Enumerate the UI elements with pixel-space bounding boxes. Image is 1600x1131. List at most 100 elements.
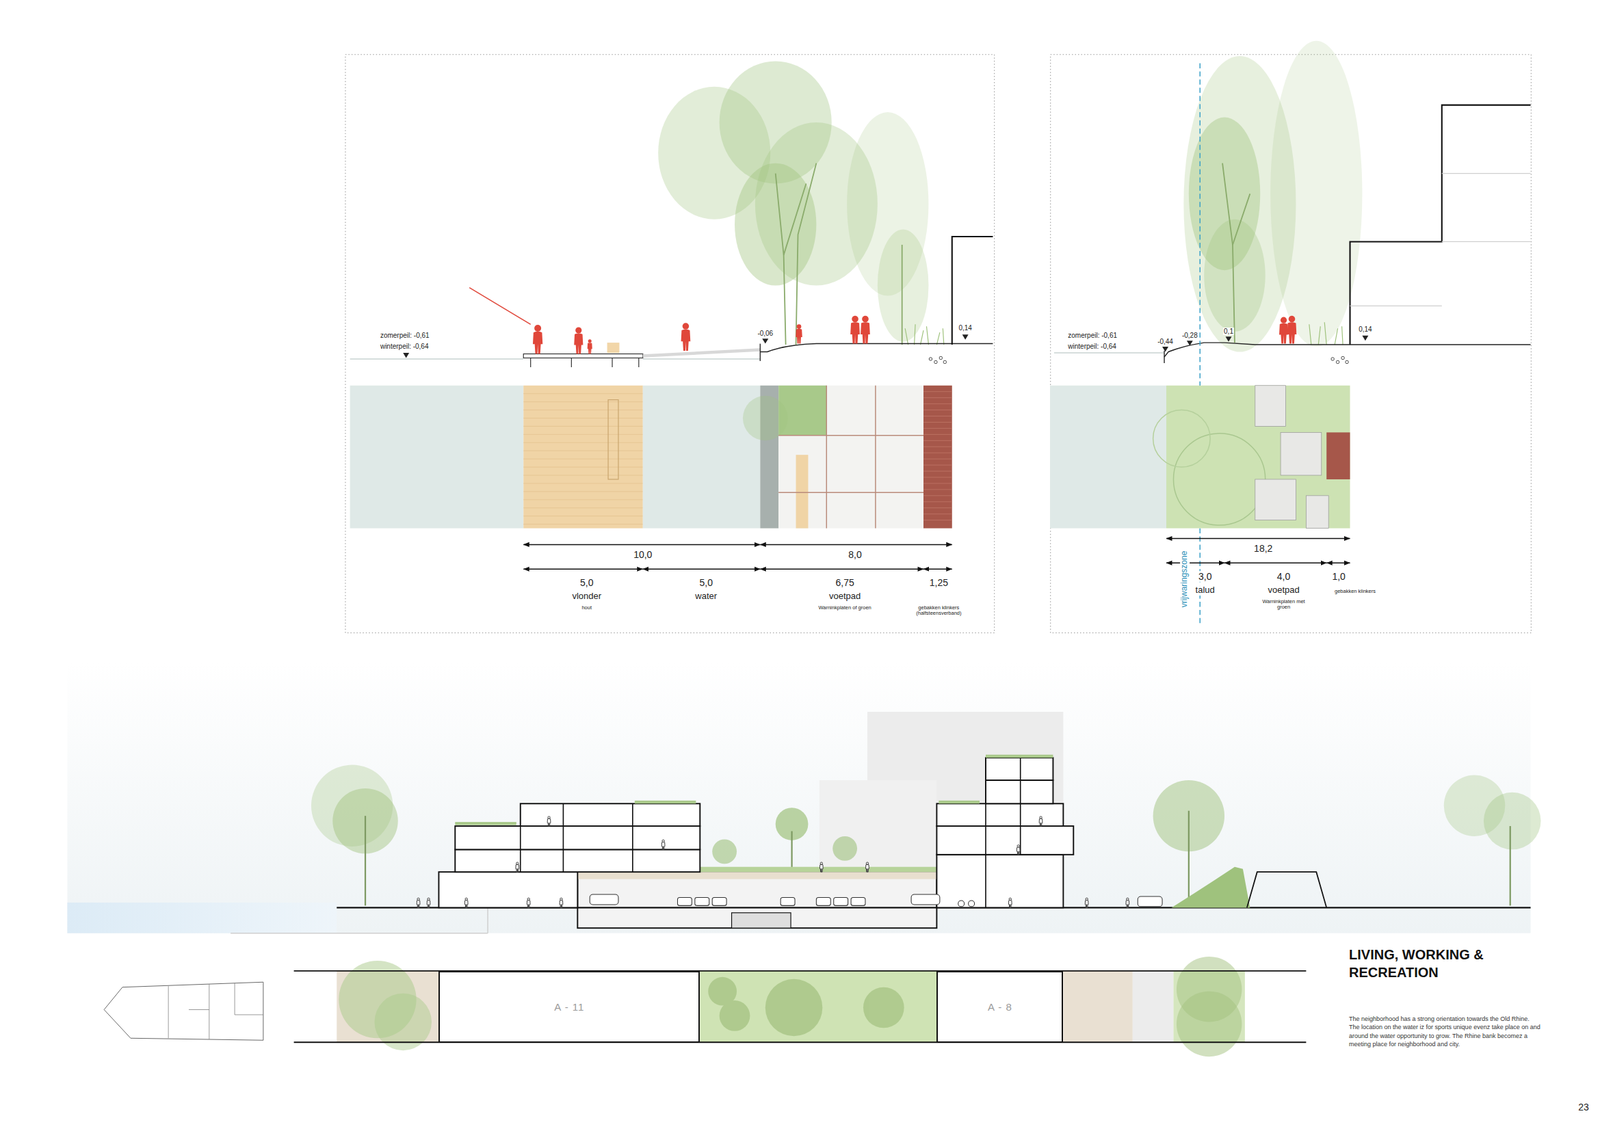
- drawing-circle: [1153, 410, 1211, 468]
- drawing-g: [1309, 322, 1343, 345]
- drawing-g: [928, 356, 947, 364]
- drawing-line: [1188, 811, 1190, 907]
- drawing-line: [519, 826, 522, 873]
- drawing-use: [795, 324, 803, 344]
- drawing-g: [416, 816, 1130, 909]
- zone-name: talud: [1195, 585, 1216, 596]
- drawing-path: [1186, 340, 1193, 346]
- level-mark: -0,06: [756, 329, 774, 338]
- drawing-rect: [699, 867, 937, 873]
- drawing-rect: [1255, 385, 1287, 427]
- drawing-path: [796, 163, 817, 345]
- dimension: 4,0: [1276, 571, 1291, 583]
- drawing-line: [759, 568, 924, 570]
- drawing-rect: [816, 897, 831, 906]
- drawing-rect: [699, 971, 937, 1043]
- drawing-rect: [520, 803, 701, 827]
- drawing-line: [1054, 352, 1165, 353]
- drawing-g: [923, 391, 953, 521]
- drawing-path: [1171, 867, 1250, 909]
- drawing-g: [523, 394, 644, 525]
- drawing-rect: [67, 902, 337, 934]
- drawing-rect: [1326, 432, 1350, 480]
- drawing-rect: [643, 385, 761, 529]
- drawing-path: [1361, 335, 1369, 341]
- drawing-line: [643, 350, 761, 357]
- dimension: 3,0: [1197, 571, 1213, 583]
- drawing-use: [866, 862, 870, 873]
- drawing-use: [559, 898, 563, 908]
- sheet-caption: The neighborhood has a strong orientatio…: [1348, 1015, 1541, 1049]
- drawing-rect: [608, 400, 619, 480]
- drawing-g: [1183, 41, 1362, 353]
- drawing-g: [520, 757, 1021, 908]
- drawing-circle: [1345, 360, 1349, 364]
- sheet-title: LIVING, WORKING & RECREATION: [1348, 946, 1514, 982]
- drawing-circle: [943, 360, 947, 364]
- drawing-path: [905, 324, 944, 345]
- drawing-ellipse: [734, 163, 817, 286]
- drawing-circle: [1483, 792, 1542, 851]
- quay-section: [345, 54, 995, 634]
- drawing-polyline: [952, 236, 994, 345]
- drawing-use: [1125, 898, 1130, 908]
- drawing-rect: [1255, 479, 1297, 521]
- drawing-rect: [454, 826, 700, 850]
- drawing-line: [985, 803, 987, 908]
- drawing-use: [661, 840, 665, 850]
- drawing-rect: [1132, 971, 1174, 1043]
- drawing-rect: [694, 897, 710, 906]
- drawing-line: [1326, 562, 1350, 564]
- drawing-rect: [1280, 432, 1322, 476]
- drawing-g: [589, 894, 1163, 908]
- drawing-path: [523, 394, 644, 525]
- zone-name: voetpad: [828, 591, 862, 602]
- drawing-line: [638, 357, 639, 367]
- zone-name: vlonder: [571, 591, 602, 602]
- material-note: gebakken klinkers (halfsteensverband): [908, 605, 970, 618]
- drawing-ellipse: [1270, 41, 1362, 347]
- drawing-g: [523, 544, 953, 570]
- drawing-line: [778, 435, 924, 436]
- level-mark: 0,14: [957, 324, 973, 333]
- material-note: gebakken klinkers: [1333, 588, 1377, 596]
- drawing-use: [515, 862, 520, 873]
- drawing-use: [426, 898, 431, 908]
- drawing-line: [571, 357, 572, 367]
- drawing-path: [759, 344, 993, 353]
- block-code: A - 8: [987, 1001, 1013, 1014]
- drawing-rect: [67, 662, 1531, 934]
- drawing-rect: [936, 826, 1074, 856]
- drawing-circle: [832, 836, 858, 862]
- zone-name: water: [694, 591, 718, 602]
- level-mark: -0,44: [1156, 337, 1174, 347]
- drawing-g: [707, 977, 904, 1038]
- drawing-line: [632, 803, 634, 873]
- drawing-rect: [577, 872, 937, 929]
- drawing-line: [611, 357, 613, 367]
- drawing-circle: [1176, 991, 1242, 1057]
- drawing-path: [923, 391, 953, 521]
- drawing-path: [783, 183, 807, 255]
- drawing-line: [643, 358, 761, 360]
- drawing-rect: [850, 897, 866, 906]
- drawing-use: [587, 339, 593, 354]
- water-level: winterpeil: -0,64: [379, 342, 430, 351]
- drawing-g: [1279, 316, 1297, 345]
- drawing-line: [350, 358, 524, 360]
- drawing-g: [1222, 163, 1250, 343]
- drawing-path: [962, 334, 969, 340]
- dimension: 10,0: [632, 549, 653, 561]
- drawing-g: [1331, 356, 1349, 364]
- water-level: zomerpeil: -0,61: [379, 331, 431, 340]
- drawing-circle: [712, 839, 737, 864]
- drawing-rect: [438, 872, 578, 908]
- drawing-g: [658, 60, 929, 342]
- drawing-circle: [1331, 357, 1334, 361]
- drawing-line: [1019, 757, 1022, 856]
- drawing-line: [1166, 538, 1351, 540]
- drawing-use: [681, 322, 691, 351]
- drawing-rect: [1166, 385, 1351, 529]
- drawing-line: [826, 385, 828, 529]
- water-level: zomerpeil: -0,61: [1067, 331, 1118, 340]
